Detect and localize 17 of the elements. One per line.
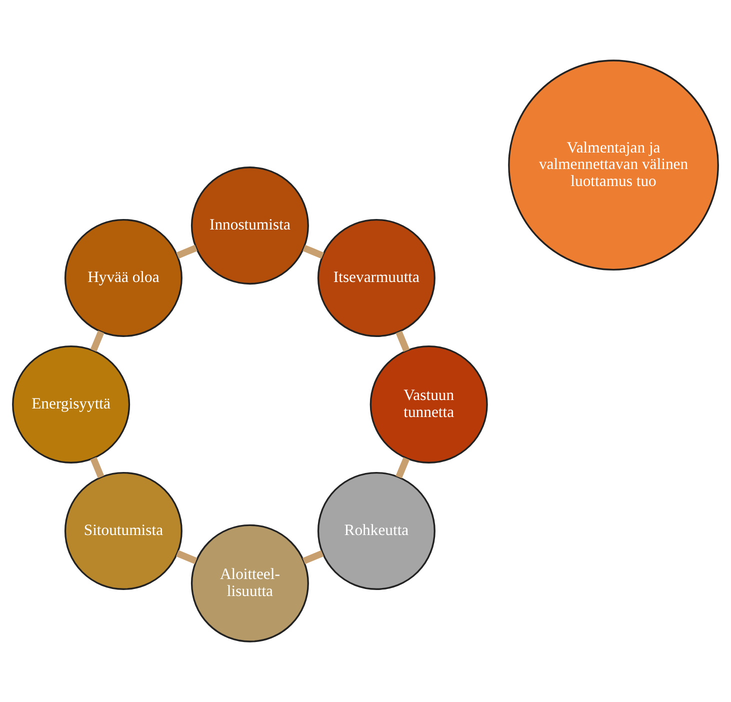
node-circle: Sitoutumista xyxy=(64,472,182,590)
connector xyxy=(302,550,324,564)
connector xyxy=(302,244,324,259)
connector xyxy=(90,330,104,352)
connector xyxy=(176,550,198,564)
node-circle: Valmentajan ja valmennettavan välinen luottamus tuo xyxy=(508,60,719,270)
node-circle: Energisyyttä xyxy=(12,345,130,464)
connector xyxy=(396,457,410,478)
node-circle: Rohkeutta xyxy=(317,472,436,590)
connector xyxy=(176,244,198,259)
connector xyxy=(396,330,410,352)
connector xyxy=(90,457,104,478)
node-circle: Aloitteel- lisuutta xyxy=(190,524,309,642)
node-circle: Itsevarmuutta xyxy=(317,218,436,337)
node-circle: Hyvää oloa xyxy=(64,218,182,337)
node-circle: Innostumista xyxy=(190,166,309,285)
node-circle: Vastuun tunnetta xyxy=(370,345,488,464)
